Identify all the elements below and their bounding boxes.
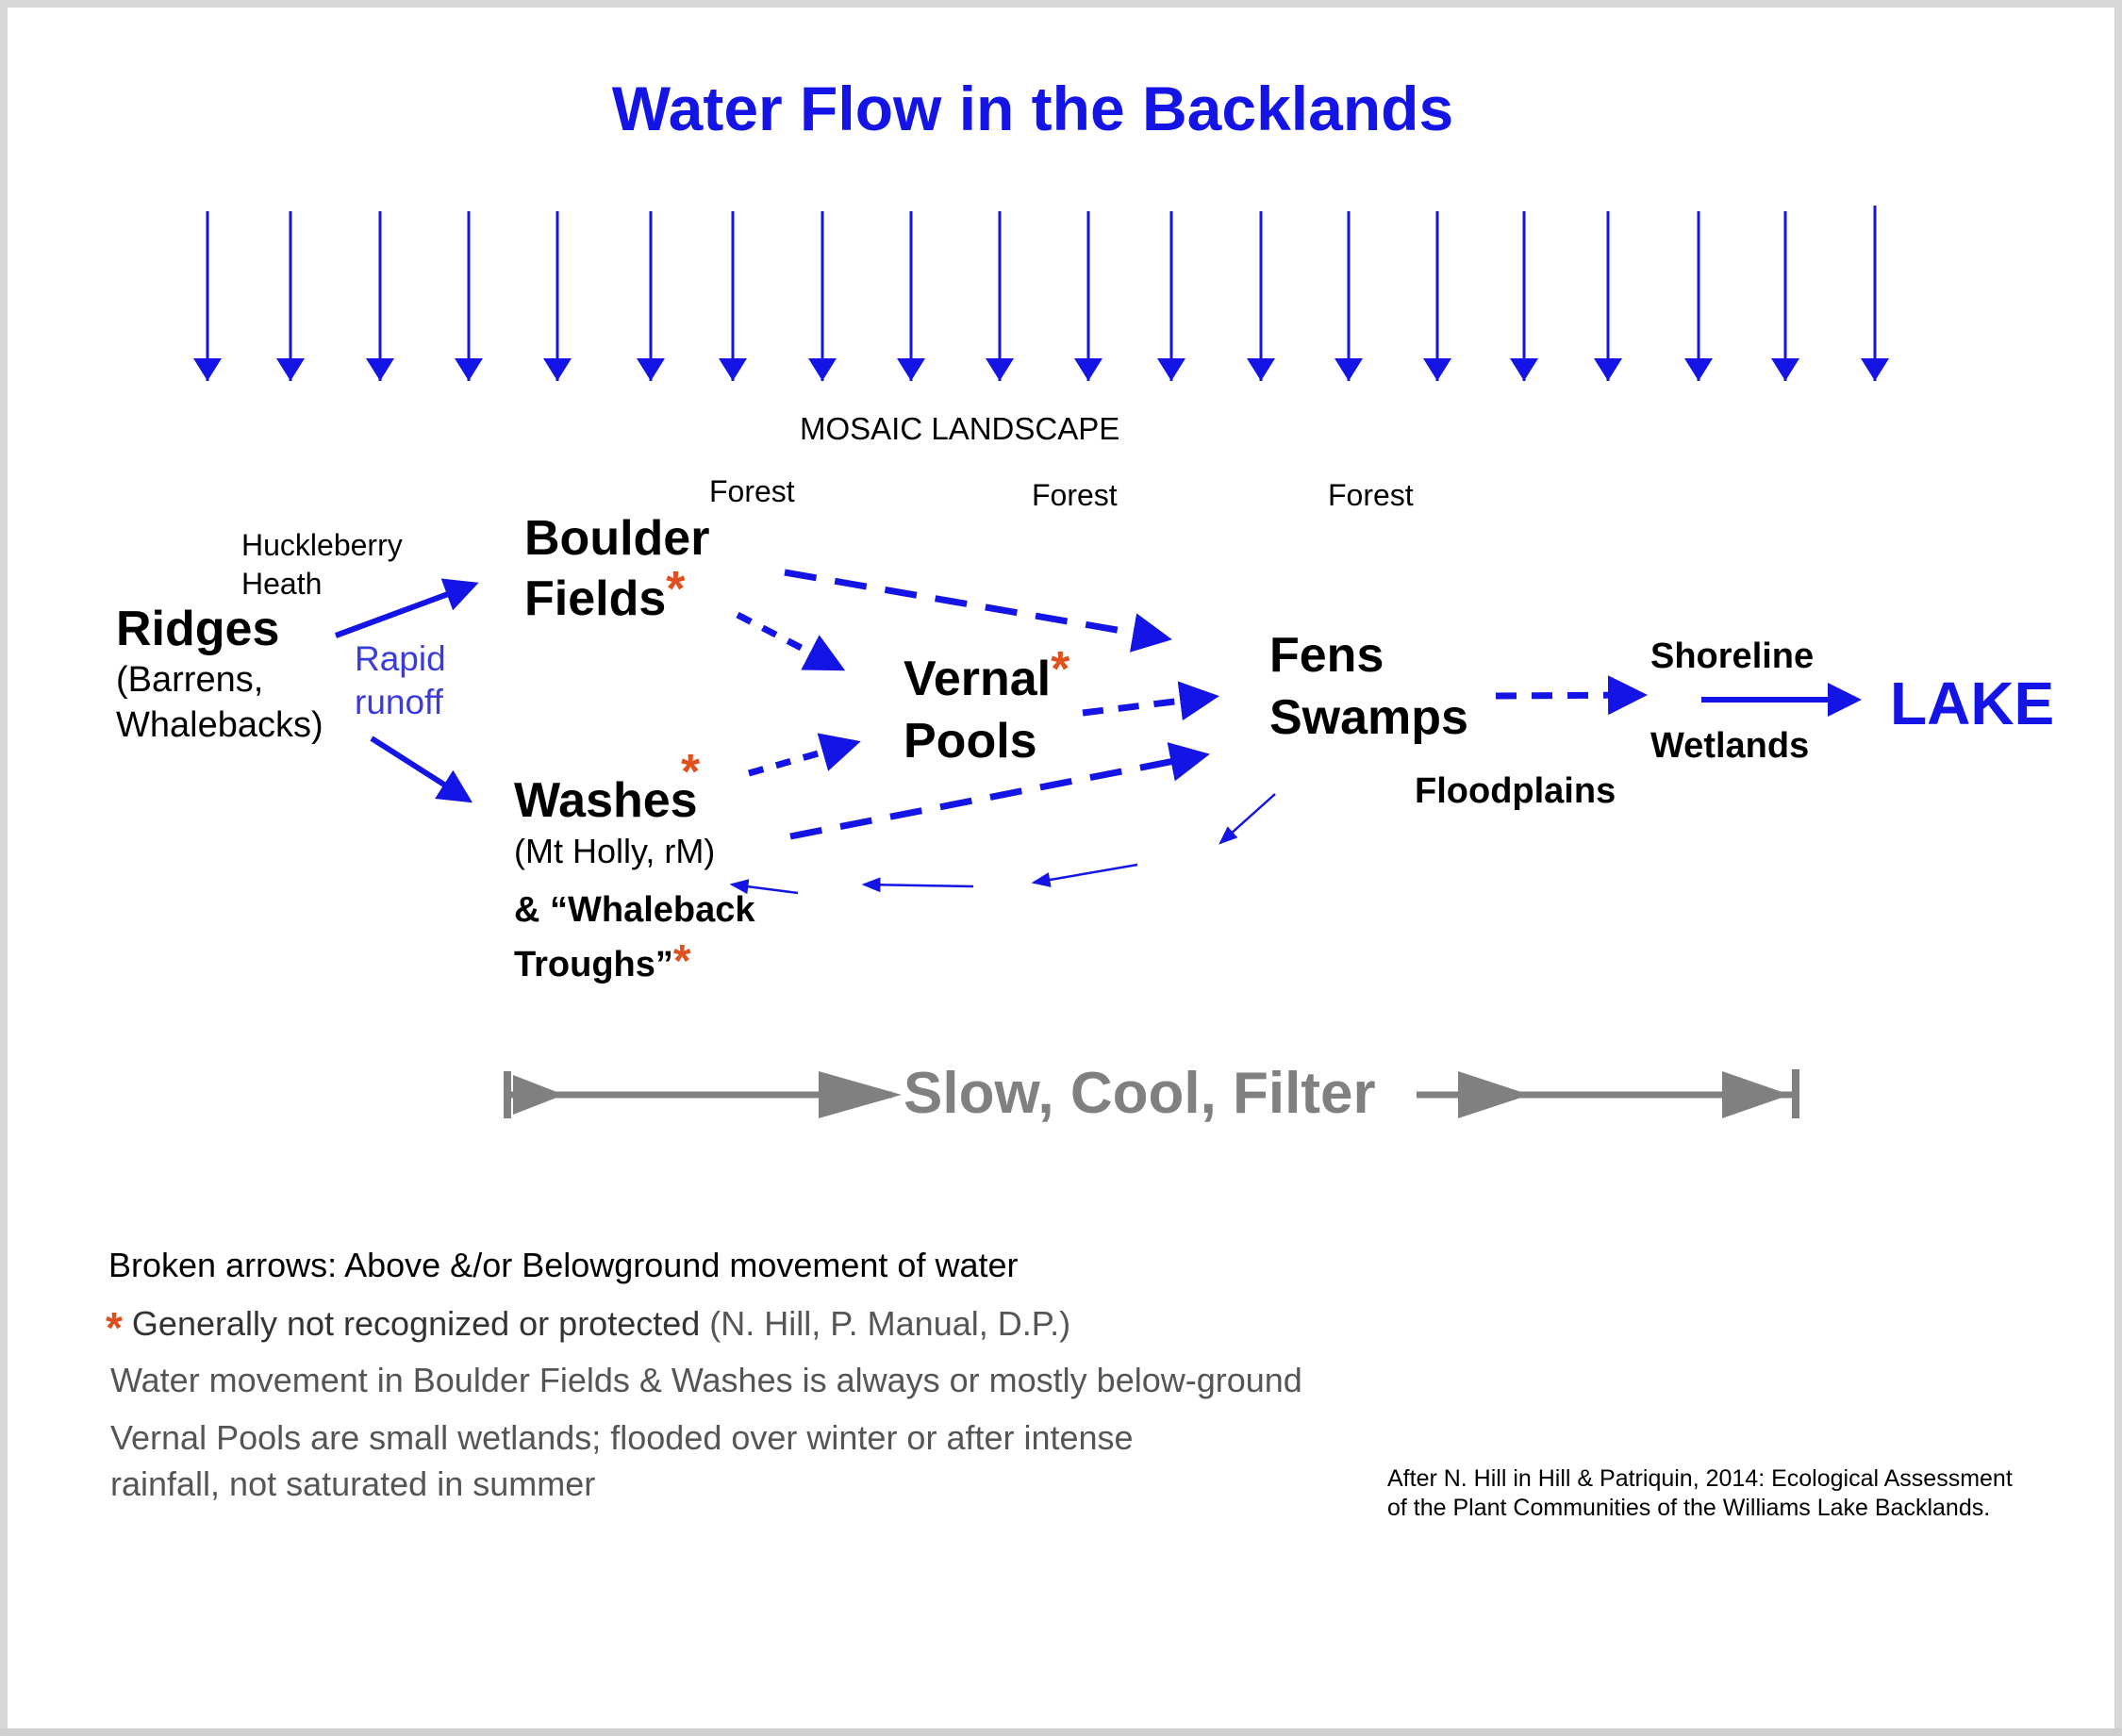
legend-vernal-pools-note: Vernal Pools are small wetlands; flooded…	[110, 1418, 1134, 1457]
boulder-fields-node: Boulder	[524, 511, 710, 566]
diagram-canvas	[8, 8, 2114, 1728]
forest-label: Forest	[1032, 478, 1118, 512]
backflow-arrow-3	[861, 877, 974, 893]
boulder-fields-node: Fields*	[524, 562, 686, 626]
asterisk-marker: *	[106, 1303, 123, 1352]
slow-cool-filter-label: Slow, Cool, Filter	[904, 1061, 1376, 1126]
backflow-arrow-1	[1218, 793, 1276, 845]
backflow-arrow-2	[1031, 863, 1138, 887]
washes-node: Washes	[514, 773, 698, 828]
wetlands-node: Wetlands	[1650, 726, 1810, 766]
diagram-title: Water Flow in the Backlands	[611, 74, 1454, 143]
ridges-subtitle: Whalebacks)	[116, 705, 323, 745]
swamps-node: Swamps	[1269, 690, 1468, 745]
bottom-scrollbar-track	[0, 1728, 2122, 1736]
asterisk-marker: *	[672, 936, 691, 986]
rapid-runoff-label: Rapid	[355, 639, 446, 678]
legend-vernal-pools-note: rainfall, not saturated in summer	[110, 1464, 596, 1503]
legend-broken-arrows: Broken arrows: Above &/or Belowground mo…	[108, 1246, 1019, 1284]
floodplains-node: Floodplains	[1415, 771, 1616, 811]
citation: After N. Hill in Hill & Patriquin, 2014:…	[1387, 1465, 2013, 1492]
whaleback-troughs-node: & “Whaleback	[514, 890, 755, 930]
ridges-node: Ridges	[116, 602, 280, 656]
arrow-ridges-to-washes	[370, 736, 473, 803]
asterisk-marker: *	[1051, 642, 1070, 697]
forest-label: Forest	[1328, 478, 1414, 512]
mosaic-landscape-label: MOSAIC LANDSCAPE	[800, 411, 1120, 446]
arrow-ridges-to-boulder	[334, 578, 479, 638]
lake-node: LAKE	[1890, 670, 2055, 737]
backflow-arrow-4	[729, 879, 799, 895]
whaleback-troughs-node: Troughs”*	[514, 936, 691, 986]
rapid-runoff-label: runoff	[355, 683, 443, 721]
forest-label: Forest	[709, 474, 795, 508]
huckleberry-label: Huckleberry	[241, 528, 403, 562]
slow-cool-filter-scale-bar	[504, 1069, 1799, 1118]
fens-node: Fens	[1269, 628, 1384, 683]
arrow-vernal-to-fens	[1082, 681, 1219, 721]
legend-water-movement-note: Water movement in Boulder Fields & Washe…	[110, 1361, 1302, 1399]
washes-subtitle: (Mt Holly, rM)	[514, 832, 716, 870]
legend-asterisk-note: * Generally not recognized or protected …	[106, 1303, 1071, 1352]
shoreline-node: Shoreline	[1650, 637, 1815, 676]
arrow-boulder-to-fens	[784, 569, 1172, 653]
asterisk-marker: *	[681, 745, 701, 800]
ridges-subtitle: (Barrens,	[116, 660, 264, 700]
arrow-boulder-to-vernal	[736, 611, 846, 671]
citation: of the Plant Communities of the Williams…	[1387, 1495, 1991, 1521]
vernal-pools-node: Vernal*	[904, 642, 1070, 706]
arrow-washes-to-fens	[789, 742, 1210, 840]
heath-label: Heath	[241, 567, 323, 601]
vernal-pools-node: Pools	[904, 714, 1037, 769]
arrow-washes-to-vernal	[748, 733, 861, 777]
rainfall-arrows	[193, 206, 1889, 381]
arrow-fens-to-shoreline	[1495, 675, 1648, 716]
asterisk-marker: *	[666, 562, 686, 617]
